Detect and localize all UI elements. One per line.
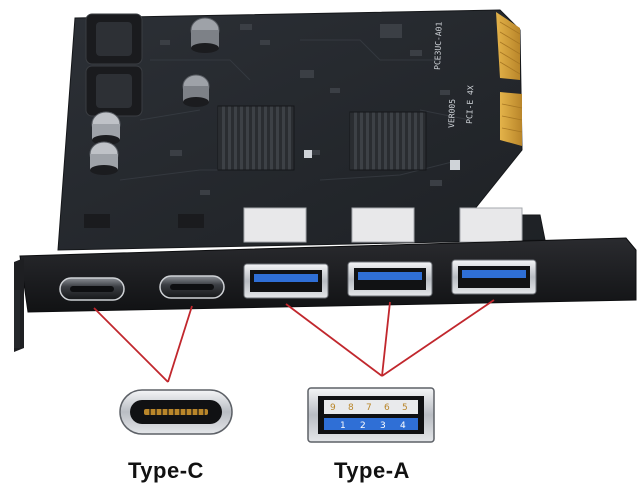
smd-components bbox=[84, 24, 460, 228]
capacitor-2 bbox=[182, 74, 210, 107]
pcb-silkscreen: PCE3UC-A01 VER005 PCI-E 4X bbox=[433, 21, 475, 128]
pin-label: 4 bbox=[400, 421, 406, 431]
pin-label: 2 bbox=[360, 421, 366, 431]
pin-label: 9 bbox=[330, 403, 336, 413]
inductor-top bbox=[85, 13, 143, 65]
callout-line-type-a-mid bbox=[381, 301, 391, 377]
type-a-bottom-pins: 1 2 3 4 bbox=[340, 421, 406, 431]
type-c-connector-closeup bbox=[119, 389, 233, 435]
usb-type-a-port-1 bbox=[243, 263, 329, 299]
inductor-bottom bbox=[85, 65, 143, 117]
callout-line-type-c-left bbox=[93, 307, 169, 383]
type-a-connector-closeup: 9 8 7 6 5 1 2 3 4 bbox=[307, 387, 435, 443]
usb-type-c-port-1 bbox=[59, 277, 125, 301]
pin-label: 8 bbox=[348, 403, 354, 413]
pin-label: 3 bbox=[380, 421, 386, 431]
pcb-version-text: VER005 bbox=[447, 99, 457, 128]
internal-header-connectors bbox=[243, 207, 523, 243]
callout-lines bbox=[93, 299, 495, 383]
pcb-slot-text: PCI-E 4X bbox=[465, 85, 475, 124]
pcb-model-text: PCE3UC-A01 bbox=[433, 21, 444, 70]
type-a-label: Type-A bbox=[334, 458, 410, 483]
capacitor-3 bbox=[91, 111, 121, 145]
callout-line-type-c-right bbox=[167, 305, 193, 383]
usb-type-c-port-2 bbox=[159, 275, 225, 299]
pin-label: 6 bbox=[384, 403, 390, 413]
capacitor-4 bbox=[89, 141, 119, 175]
type-a-top-pins: 9 8 7 6 5 bbox=[330, 403, 408, 413]
heatsink-left bbox=[217, 105, 295, 171]
heatsink-right bbox=[349, 111, 427, 171]
usb-type-a-port-3 bbox=[451, 259, 537, 295]
pin-label: 5 bbox=[402, 403, 408, 413]
pcie-gold-contacts bbox=[496, 12, 523, 146]
pin-label: 7 bbox=[366, 403, 372, 413]
capacitor-1 bbox=[190, 17, 220, 53]
usb-type-a-port-2 bbox=[347, 261, 433, 297]
pin-label: 1 bbox=[340, 421, 346, 431]
callout-line-type-a-right bbox=[381, 299, 495, 377]
type-c-label: Type-C bbox=[128, 458, 204, 483]
callout-line-type-a-left bbox=[285, 303, 383, 377]
